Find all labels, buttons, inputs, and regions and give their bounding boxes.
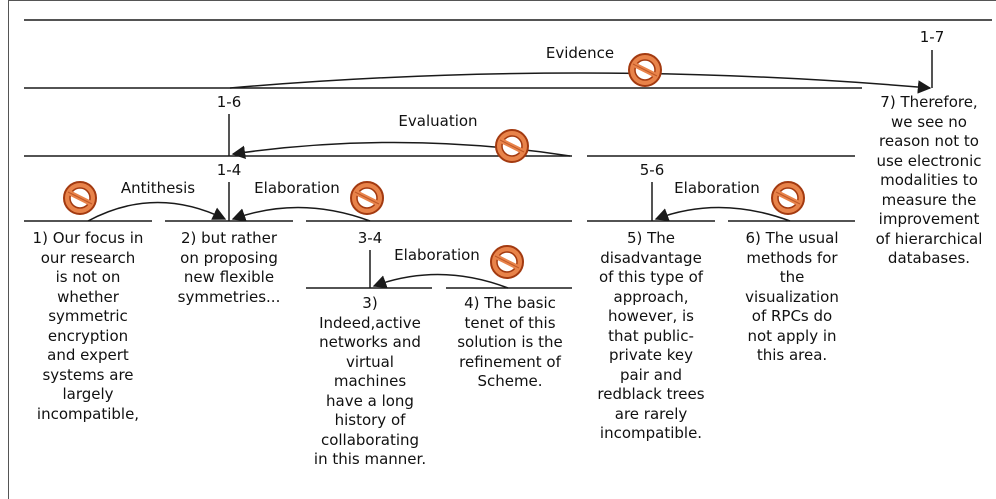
relation-label-elaboration: Elaboration (674, 179, 760, 197)
arc-antithesis (87, 201, 227, 222)
arc-evidence (229, 72, 932, 94)
relation-label-antithesis: Antithesis (120, 179, 196, 197)
relation-label-elaboration: Elaboration (394, 246, 480, 264)
segment-2-text: 2) but rather on proposing new flexible … (177, 229, 281, 306)
arc-elaboration-3-4 (372, 273, 509, 289)
arc-elaboration-5-6 (654, 206, 791, 222)
span-label-1-4: 1-4 (216, 161, 242, 179)
span-label-1-7: 1-7 (919, 28, 945, 46)
relation-label-evaluation: Evaluation (398, 112, 478, 130)
segment-4-text: 4) The basic tenet of this solution is t… (457, 294, 563, 390)
relation-label-elaboration: Elaboration (254, 179, 340, 197)
segment-7-text: 7) Therefore, we see no reason not to us… (875, 93, 983, 267)
no-entry-icon (350, 181, 384, 215)
segment-3-text: 3) Indeed,active networks and virtual ma… (313, 294, 427, 468)
no-entry-icon (495, 129, 529, 163)
no-entry-icon (490, 245, 524, 279)
segment-6-text: 6) The usual methods for the visualizati… (745, 229, 839, 364)
relation-label-evidence: Evidence (545, 44, 615, 62)
segment-5-text: 5) The disadvantage of this type of appr… (597, 229, 705, 442)
no-entry-icon (771, 181, 805, 215)
segment-1-text: 1) Our focus in our research is not on w… (32, 229, 144, 423)
arc-elaboration-1-4 (231, 206, 371, 222)
span-label-1-6: 1-6 (216, 93, 242, 111)
span-label-5-6: 5-6 (639, 161, 665, 179)
span-label-3-4: 3-4 (357, 229, 383, 247)
no-entry-icon (628, 53, 662, 87)
no-entry-icon (63, 181, 97, 215)
